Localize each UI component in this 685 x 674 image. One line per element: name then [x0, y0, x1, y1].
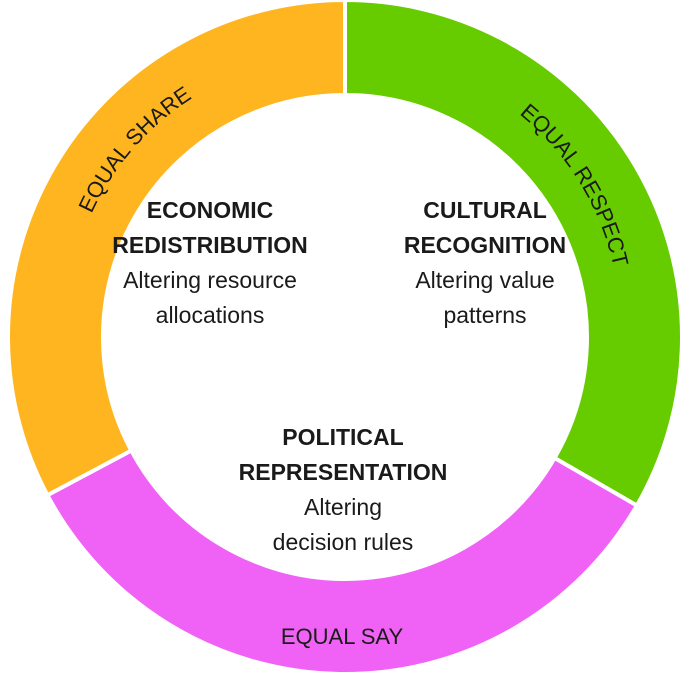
cultural-title-line2: RECOGNITION	[403, 232, 567, 258]
cultural-desc-line1: Altering value	[415, 267, 555, 293]
cultural-recognition-block: CULTURAL RECOGNITION Altering value patt…	[335, 193, 635, 333]
political-desc-line1: Altering	[304, 494, 382, 520]
economic-redistribution-block: ECONOMIC REDISTRIBUTION Altering resourc…	[60, 193, 360, 333]
equal-respect-segment	[343, 0, 684, 509]
political-title-line2: REPRESENTATION	[238, 459, 448, 485]
political-title-line1: POLITICAL	[282, 424, 404, 450]
cultural-title-line1: CULTURAL	[423, 197, 547, 223]
equal-say-label: EQUAL SAY	[281, 624, 404, 649]
cultural-desc-line2: patterns	[443, 302, 527, 328]
political-representation-block: POLITICAL REPRESENTATION Altering decisi…	[193, 420, 493, 560]
economic-title-line2: REDISTRIBUTION	[112, 232, 308, 258]
economic-title-line1: ECONOMIC	[146, 197, 274, 223]
equal-say-segment	[44, 447, 640, 674]
economic-desc-line2: allocations	[155, 302, 265, 328]
equal-share-segment	[6, 0, 347, 498]
economic-desc-line1: Altering resource	[123, 267, 297, 293]
political-desc-line2: decision rules	[272, 529, 414, 555]
